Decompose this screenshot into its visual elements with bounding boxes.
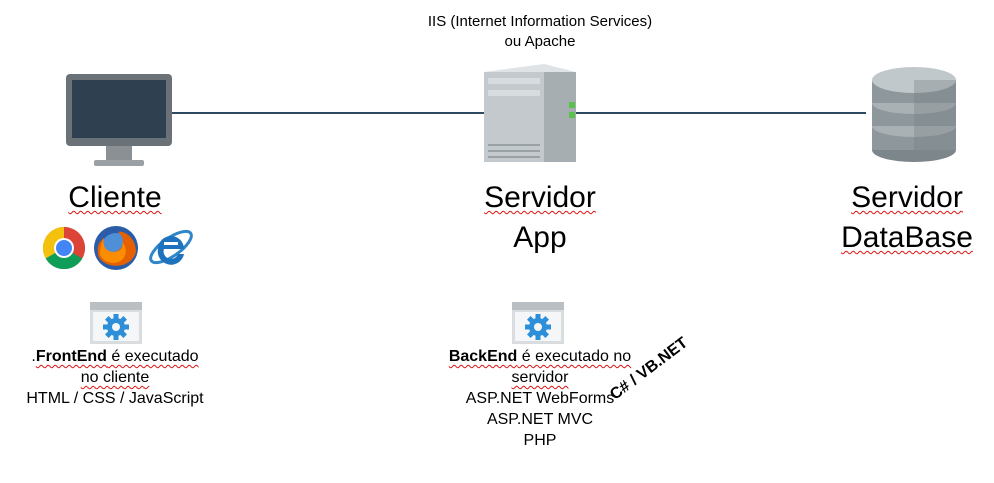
server-software-line2: ou Apache	[504, 33, 576, 50]
app-server-title: Servidor App	[450, 178, 630, 258]
db-server-title-line1: Servidor	[851, 181, 963, 214]
backend-rest: é executado no	[517, 348, 632, 365]
connector-app-db	[576, 112, 866, 114]
gear-window-icon	[512, 302, 564, 344]
tech-item-webforms: ASP.NET WebForms	[465, 390, 615, 407]
firefox-icon	[94, 226, 138, 270]
server-software-label: IIS (Internet Information Services) ou A…	[375, 12, 705, 52]
client-title-text: Cliente	[68, 181, 162, 214]
client-line3: HTML / CSS / JavaScript	[26, 390, 204, 407]
frontend-rest: é executado	[106, 348, 199, 365]
app-server-title-line1: Servidor	[484, 181, 596, 214]
chrome-icon	[42, 227, 86, 270]
db-server-title: Servidor DataBase	[820, 178, 994, 258]
backend-line: BackEnd é executado no	[410, 346, 670, 367]
gear-window-icon	[90, 302, 142, 344]
backend-bold: BackEnd	[448, 348, 518, 365]
database-icon	[872, 67, 956, 162]
internet-explorer-icon	[149, 229, 193, 265]
app-server-description: BackEnd é executado no servidor ASP.NET …	[410, 346, 670, 451]
db-server-title-line2: DataBase	[841, 221, 973, 254]
app-server-line2: servidor	[511, 369, 569, 386]
server-tower-icon	[484, 64, 576, 162]
tech-item-mvc: ASP.NET MVC	[486, 411, 594, 428]
frontend-bold: FrontEnd	[35, 348, 107, 365]
client-description: .FrontEnd é executado no cliente HTML / …	[0, 346, 230, 409]
frontend-prefix: .	[31, 348, 36, 365]
app-server-title-line2: App	[513, 221, 567, 254]
monitor-icon	[66, 74, 172, 166]
server-software-line1: IIS (Internet Information Services)	[427, 13, 653, 30]
connector-client-app	[170, 112, 484, 114]
client-line2: no cliente	[80, 369, 150, 386]
frontend-line: .FrontEnd é executado	[0, 346, 230, 367]
client-title: Cliente	[30, 178, 200, 218]
tech-item-php: PHP	[523, 432, 557, 449]
